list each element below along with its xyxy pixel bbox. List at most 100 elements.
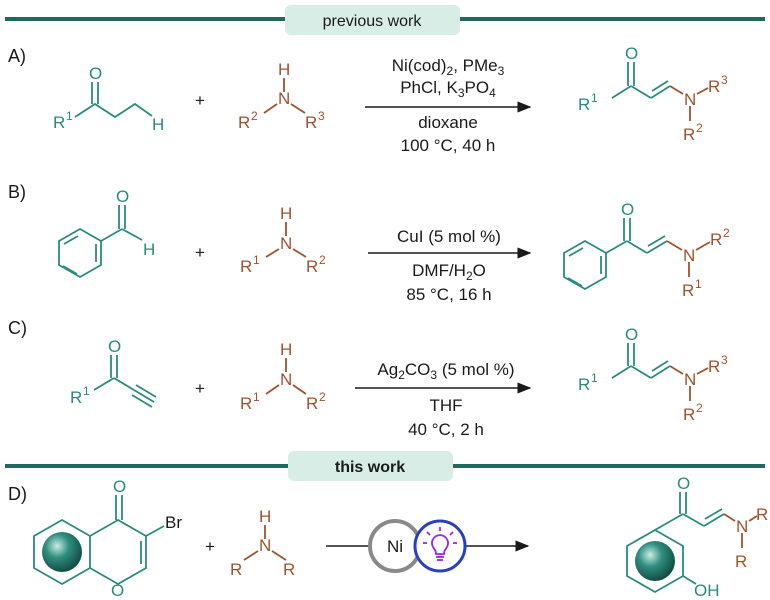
atom-h: H — [259, 507, 271, 526]
plus-sign: + — [205, 537, 215, 556]
ynone-reactant — [93, 355, 157, 408]
atom-h: H — [152, 115, 164, 134]
this-work-header: this work — [5, 451, 765, 481]
condition-temp-time: 85 °C, 16 h — [406, 285, 491, 304]
condition-catalyst: Ag2CO3 (5 mol %) — [377, 360, 514, 382]
atom-r: R — [240, 257, 252, 276]
hydroxyphenyl-enaminone-product — [626, 492, 758, 594]
enaminone-product — [563, 218, 711, 291]
reaction-b: B) O H + H N R 1 R 2 CuI (5 mol %) — [8, 182, 730, 304]
reaction-a: A) O R 1 H + H N R 2 R 3 Ni(cod)2, PMe3 … — [8, 44, 728, 155]
superscript-3: 3 — [318, 109, 325, 123]
label-c: C) — [8, 318, 27, 338]
atom-r: R — [283, 560, 295, 579]
atom-o: O — [108, 337, 121, 356]
condition-temp-time: 40 °C, 2 h — [408, 420, 484, 439]
atom-r: R — [710, 230, 722, 249]
atom-o: O — [116, 187, 129, 206]
superscript-2: 2 — [696, 401, 703, 415]
atom-o: O — [621, 200, 634, 219]
atom-n: N — [684, 90, 696, 109]
lightbulb-icon — [423, 527, 457, 561]
atom-n: N — [683, 246, 695, 265]
condition-catalyst: CuI (5 mol %) — [397, 227, 501, 246]
atom-n: N — [684, 370, 696, 389]
condition-solvent: DMF/H2O — [412, 261, 486, 283]
label-d: D) — [8, 484, 27, 504]
atom-r: R — [70, 388, 82, 407]
atom-h: H — [280, 340, 292, 359]
atom-br: Br — [165, 513, 182, 532]
atom-n: N — [736, 517, 748, 536]
superscript-2: 2 — [319, 253, 326, 267]
atom-r: R — [708, 357, 720, 376]
superscript-1: 1 — [253, 253, 260, 267]
reaction-c: C) O R 1 + H N R 1 R 2 Ag2CO3 (5 mol %) — [8, 318, 728, 439]
atom-r: R — [230, 560, 242, 579]
nickel-label: Ni — [387, 537, 403, 556]
superscript-1: 1 — [83, 384, 90, 398]
previous-work-title: previous work — [323, 13, 423, 30]
aromatic-sphere-icon — [42, 532, 82, 572]
condition-solvent: dioxane — [418, 113, 478, 132]
atom-o: O — [625, 325, 638, 344]
label-b: B) — [8, 182, 26, 202]
atom-oh: OH — [694, 581, 720, 600]
bromochromone-reactant — [33, 495, 165, 586]
atom-r: R — [756, 505, 768, 524]
benzaldehyde-reactant — [58, 205, 143, 279]
superscript-2: 2 — [251, 109, 258, 123]
atom-n: N — [259, 536, 271, 555]
superscript-1: 1 — [591, 91, 598, 105]
atom-n: N — [278, 89, 290, 108]
condition-line-1: Ni(cod)2, PMe3 — [392, 56, 505, 78]
atom-n: N — [280, 370, 292, 389]
amine-reactant — [263, 78, 306, 114]
atom-o: O — [111, 581, 124, 600]
atom-r: R — [306, 257, 318, 276]
atom-r: R — [578, 95, 590, 114]
atom-o: O — [625, 44, 638, 63]
atom-r: R — [53, 113, 65, 132]
superscript-2: 2 — [696, 121, 703, 135]
condition-solvent: THF — [429, 396, 462, 415]
superscript-1: 1 — [66, 109, 73, 123]
previous-work-header: previous work — [5, 5, 765, 35]
atom-r: R — [578, 375, 590, 394]
atom-o: O — [89, 64, 102, 83]
amine-reactant — [243, 525, 287, 561]
atom-r: R — [735, 552, 747, 571]
condition-temp-time: 100 °C, 40 h — [401, 136, 496, 155]
superscript-1: 1 — [695, 277, 702, 291]
condition-line-2: PhCl, K3PO4 — [400, 78, 496, 100]
superscript-1: 1 — [253, 390, 260, 404]
atom-r: R — [240, 394, 252, 413]
superscript-3: 3 — [721, 353, 728, 367]
aromatic-sphere-icon — [635, 541, 675, 581]
atom-r: R — [682, 281, 694, 300]
label-a: A) — [8, 46, 26, 66]
amine-reactant — [265, 222, 307, 258]
plus-sign: + — [195, 243, 205, 262]
ketone-reactant — [74, 82, 153, 119]
atom-r: R — [305, 113, 317, 132]
superscript-1: 1 — [591, 371, 598, 385]
atom-r: R — [683, 125, 695, 144]
atom-h: H — [280, 204, 292, 223]
atom-r: R — [708, 77, 720, 96]
atom-h: H — [143, 240, 155, 259]
atom-r: R — [306, 394, 318, 413]
atom-o: O — [113, 477, 126, 496]
atom-r: R — [238, 113, 250, 132]
superscript-2: 2 — [723, 226, 730, 240]
reaction-d: D) O O Br + H N R R Ni — [8, 474, 768, 600]
plus-sign: + — [195, 91, 205, 110]
atom-o: O — [677, 474, 690, 493]
superscript-3: 3 — [721, 73, 728, 87]
this-work-title: this work — [335, 459, 405, 476]
atom-n: N — [280, 234, 292, 253]
amine-reactant — [265, 358, 307, 395]
enaminone-product — [611, 343, 709, 401]
atom-r: R — [683, 405, 695, 424]
